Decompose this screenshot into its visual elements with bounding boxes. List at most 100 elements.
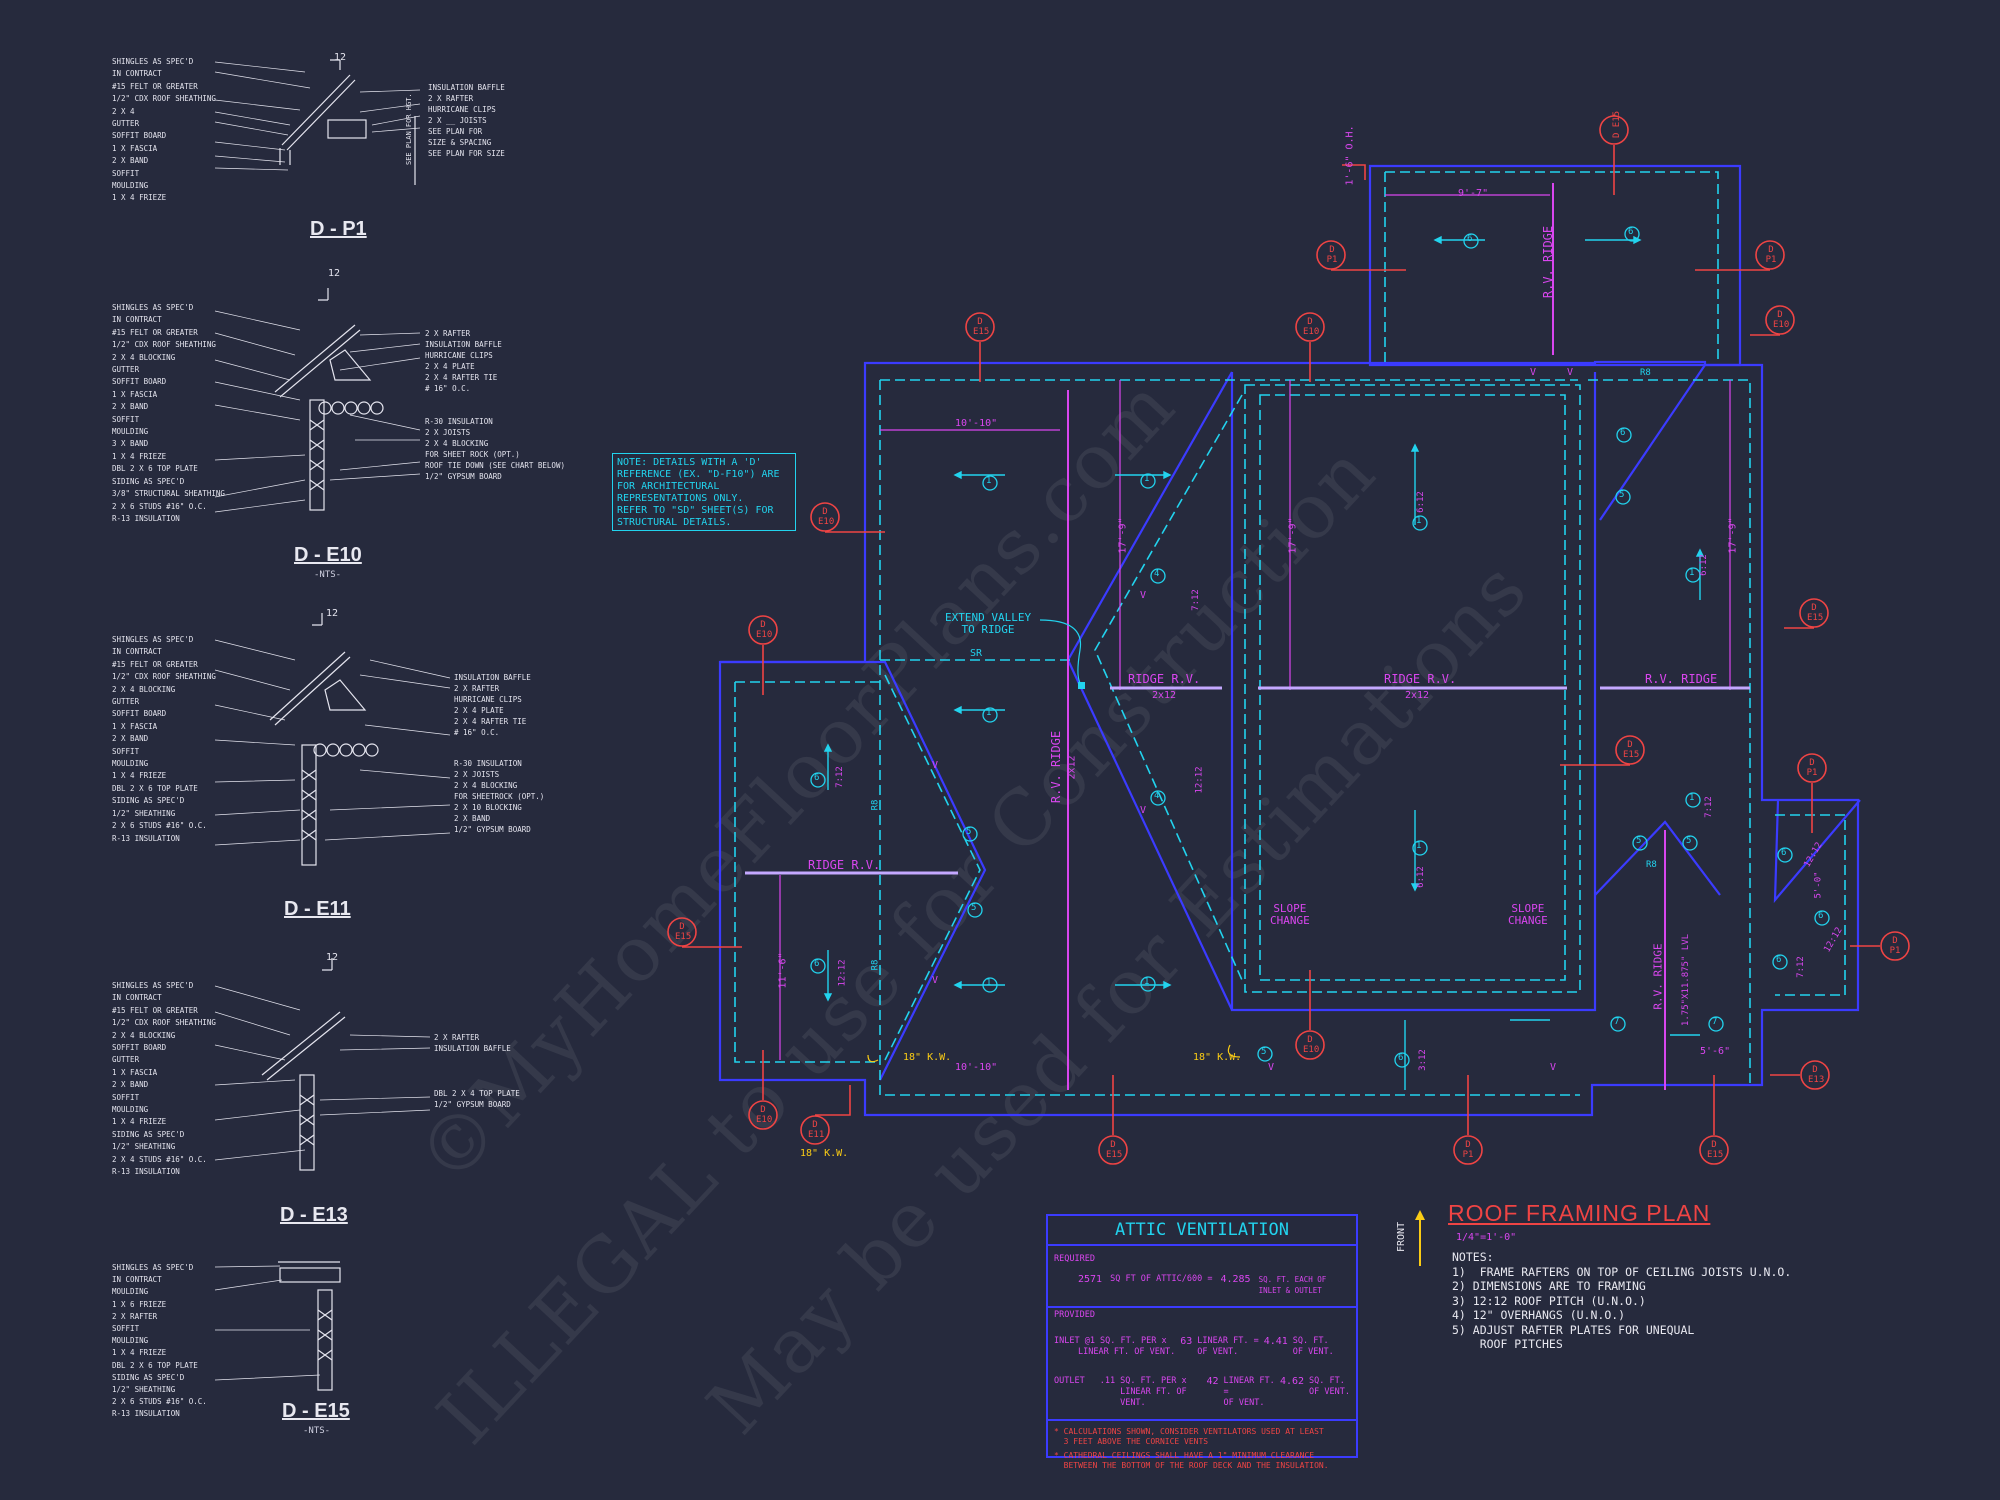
attic-ventilation-title: ATTIC VENTILATION bbox=[1048, 1216, 1356, 1246]
callout: MOULDING bbox=[112, 1105, 149, 1115]
callout: # 16" O.C. bbox=[425, 384, 471, 393]
callout: MOULDING bbox=[112, 1287, 149, 1297]
callout: 2 X RAFTER bbox=[434, 1033, 480, 1042]
outlet-label: OUTLET bbox=[1054, 1376, 1085, 1386]
callout: R-30 INSULATION bbox=[425, 417, 493, 426]
callout: SHINGLES AS SPEC'D bbox=[112, 303, 194, 312]
callout: 1/2" SHEATHING bbox=[112, 1142, 176, 1152]
callout: GUTTER bbox=[112, 365, 140, 375]
callout: 1 X 4 FRIEZE bbox=[112, 193, 167, 203]
callout: IN CONTRACT bbox=[112, 647, 162, 657]
callout: 2 X RAFTER bbox=[428, 94, 474, 103]
callout: 2 X 4 BLOCKING bbox=[454, 781, 518, 790]
callout: #15 FELT OR GREATER bbox=[112, 327, 198, 337]
inlet-sub: LINEAR FT. OF VENT. bbox=[1078, 1347, 1176, 1357]
detail-e10-left-callouts: SHINGLES AS SPEC'D IN CONTRACT #15 FELT … bbox=[112, 302, 225, 525]
detail-p1-left-callouts: SHINGLES AS SPEC'D IN CONTRACT #15 FELT … bbox=[112, 56, 216, 205]
callout: 2 X __ JOISTS bbox=[428, 116, 487, 125]
detail-e11-right-callouts: INSULATION BAFFLE 2 X RAFTER HURRICANE C… bbox=[454, 672, 544, 835]
outlet-unit: SQ. FT. OF VENT. bbox=[1309, 1376, 1350, 1397]
outlet-text: SQ. FT. PER x bbox=[1120, 1376, 1187, 1386]
callout: R-30 INSULATION bbox=[454, 759, 522, 768]
detail-e11-left-callouts: SHINGLES AS SPEC'D IN CONTRACT #15 FELT … bbox=[112, 634, 216, 845]
plan-upper-wing bbox=[1368, 164, 1742, 367]
callout: 2 X 4 PLATE bbox=[454, 706, 504, 715]
detail-e10-right-callouts: 2 X RAFTER INSULATION BAFFLE HURRICANE C… bbox=[425, 328, 565, 482]
callout: IN CONTRACT bbox=[112, 993, 162, 1003]
detail-e10-nts: -NTS- bbox=[314, 570, 342, 580]
detail-e15-drawing bbox=[278, 1261, 341, 1391]
callout: INSULATION BAFFLE bbox=[434, 1044, 511, 1053]
callout: SIDING AS SPEC'D bbox=[112, 796, 185, 806]
callout: 2 X BAND bbox=[112, 1080, 149, 1090]
callout: 1/2" GYPSUM BOARD bbox=[425, 472, 502, 481]
callout: 2 X 4 RAFTER TIE bbox=[454, 717, 527, 726]
detail-p1-drawing bbox=[279, 59, 416, 185]
inlet-value: 4.41 bbox=[1263, 1336, 1288, 1347]
front-label: FRONT bbox=[1396, 1221, 1407, 1252]
callout: IN CONTRACT bbox=[112, 1275, 162, 1285]
callout: SIDING AS SPEC'D bbox=[112, 1129, 185, 1139]
callout: HURRICANE CLIPS bbox=[425, 351, 493, 360]
callout: 2 X 4 BLOCKING bbox=[112, 1030, 176, 1040]
callout: SOFFIT BOARD bbox=[112, 709, 167, 719]
callout: SEE PLAN FOR bbox=[428, 127, 483, 136]
outlet-mid: LINEAR FT. = bbox=[1223, 1376, 1275, 1397]
callout: 2 X 10 BLOCKING bbox=[454, 803, 522, 812]
callout: R-13 INSULATION bbox=[112, 1409, 180, 1419]
callout: 2 X 4 RAFTER TIE bbox=[425, 373, 498, 382]
callout: MOULDING bbox=[112, 427, 149, 437]
inlet-label: INLET @1 SQ. FT. PER x bbox=[1054, 1336, 1167, 1346]
callout: 2 X RAFTER bbox=[454, 684, 500, 693]
detail-e13-label: D - E13 bbox=[280, 1204, 348, 1226]
callout: #15 FELT OR GREATER bbox=[112, 1005, 198, 1015]
callout: SOFFIT bbox=[112, 168, 140, 178]
callout: 1/2" CDX ROOF SHEATHING bbox=[112, 672, 216, 682]
plan-notes: NOTES: 1) FRAME RAFTERS ON TOP OF CEILIN… bbox=[1452, 1250, 1792, 1351]
callout: SOFFIT bbox=[112, 746, 140, 756]
front-arrow-icon bbox=[1415, 1210, 1425, 1266]
callout: ROOF TIE DOWN (SEE CHART BELOW) bbox=[425, 461, 565, 470]
req-unit: SQ. FT. EACH OF INLET & OUTLET bbox=[1258, 1275, 1327, 1295]
callout: MOULDING bbox=[112, 1336, 149, 1346]
callout: 2 X BAND bbox=[454, 814, 491, 823]
detail-e10-drawing bbox=[274, 288, 384, 511]
callout: 1 X FASCIA bbox=[112, 721, 158, 731]
req-area: 2571 bbox=[1078, 1274, 1103, 1285]
callout: 1/2" GYPSUM BOARD bbox=[434, 1100, 511, 1109]
callout: 1/2" SHEATHING bbox=[112, 1385, 176, 1395]
callout: SHINGLES AS SPEC'D bbox=[112, 57, 194, 66]
detail-p1-right-callouts: INSULATION BAFFLE 2 X RAFTER HURRICANE C… bbox=[428, 82, 505, 159]
outlet-sub: LINEAR FT. OF VENT. bbox=[1120, 1387, 1187, 1408]
callout: DBL 2 X 6 TOP PLATE bbox=[112, 464, 198, 474]
callout: 2 X JOISTS bbox=[454, 770, 500, 779]
attic-ventilation-table: ATTIC VENTILATION REQUIRED 2571 SQ FT OF… bbox=[1046, 1214, 1358, 1470]
inlet-lf: 63 bbox=[1180, 1336, 1193, 1347]
callout: #15 FELT OR GREATER bbox=[112, 81, 198, 91]
detail-p1-label: D - P1 bbox=[310, 218, 367, 240]
detail-e15-left-callouts: SHINGLES AS SPEC'D IN CONTRACT MOULDING … bbox=[112, 1262, 207, 1421]
callout: GUTTER bbox=[112, 697, 140, 707]
detail-e11-pitch: 12 bbox=[326, 608, 339, 619]
callout: SIZE & SPACING bbox=[428, 138, 492, 147]
callout: 2 X 4 BLOCKING bbox=[425, 439, 489, 448]
plan-outer-outline bbox=[718, 360, 1860, 1117]
callout: 2 X BAND bbox=[112, 734, 149, 744]
callout: 1 X 4 FRIEZE bbox=[112, 1348, 167, 1358]
callout: 2 X 4 BLOCKING bbox=[112, 684, 176, 694]
callout: FOR SHEETROCK (OPT.) bbox=[454, 792, 545, 801]
callout: IN CONTRACT bbox=[112, 315, 162, 325]
callout: GUTTER bbox=[112, 119, 140, 129]
plan-dashed-hips bbox=[880, 394, 1243, 1061]
detail-e10-pitch: 12 bbox=[328, 268, 341, 279]
detail-e10-label: D - E10 bbox=[294, 544, 362, 566]
callout: SHINGLES AS SPEC'D bbox=[112, 981, 194, 990]
callout: 3/8" STRUCTURAL SHEATHING bbox=[112, 489, 225, 499]
callout: HURRICANE CLIPS bbox=[428, 105, 496, 114]
detail-p1-pitch: 12 bbox=[334, 52, 347, 63]
detail-e11-label: D - E11 bbox=[284, 898, 351, 920]
callout: INSULATION BAFFLE bbox=[454, 673, 531, 682]
callout: # 16" O.C. bbox=[454, 728, 500, 737]
